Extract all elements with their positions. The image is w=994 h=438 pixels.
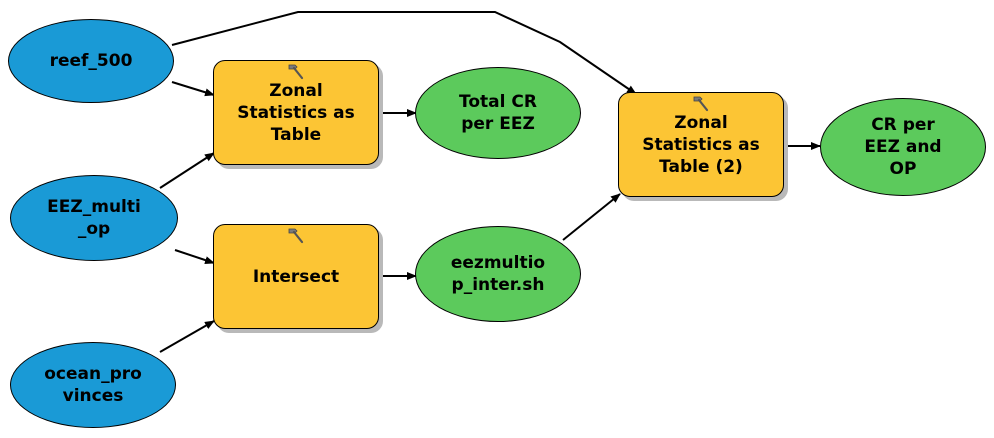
output-cr-per-eez-and-op[interactable]: CR per EEZ and OP xyxy=(820,98,986,196)
hammer-icon xyxy=(693,96,709,112)
input-eez-multi-op[interactable]: EEZ_multi _op xyxy=(10,175,178,261)
connector-reef-to-zonal-stats-2[interactable] xyxy=(171,11,637,95)
connector-eez-to-zonal-stats[interactable] xyxy=(159,152,215,189)
connector-eez-to-intersect[interactable] xyxy=(174,249,215,264)
hammer-icon xyxy=(288,228,304,244)
node-label: CR per EEZ and OP xyxy=(864,115,942,179)
tool-intersect[interactable]: Intersect xyxy=(213,224,379,329)
connector-eezmultiop-to-zonal-stats-2[interactable] xyxy=(562,193,621,241)
output-eezmultiop-inter[interactable]: eezmultio p_inter.sh xyxy=(415,226,581,322)
node-label: Zonal Statistics as Table xyxy=(237,80,355,145)
node-label: ocean_pro vinces xyxy=(44,364,142,406)
hammer-icon xyxy=(288,64,304,80)
connector-reef-to-zonal-stats[interactable] xyxy=(171,81,215,97)
input-reef-500[interactable]: reef_500 xyxy=(8,19,174,103)
node-label: Total CR per EEZ xyxy=(459,92,537,134)
node-label: EEZ_multi _op xyxy=(47,197,141,239)
node-label: eezmultio p_inter.sh xyxy=(450,253,546,295)
node-label: Intersect xyxy=(252,266,340,287)
input-ocean-provinces[interactable]: ocean_pro vinces xyxy=(10,342,176,428)
node-label: Zonal Statistics as Table (2) xyxy=(642,112,760,177)
output-total-cr-per-eez[interactable]: Total CR per EEZ xyxy=(415,67,581,159)
tool-zonal-statistics-as-table-2[interactable]: Zonal Statistics as Table (2) xyxy=(618,92,784,197)
connector-ocean-provinces-to-intersect[interactable] xyxy=(159,320,215,353)
node-label: reef_500 xyxy=(49,51,133,71)
tool-zonal-statistics-as-table[interactable]: Zonal Statistics as Table xyxy=(213,60,379,165)
